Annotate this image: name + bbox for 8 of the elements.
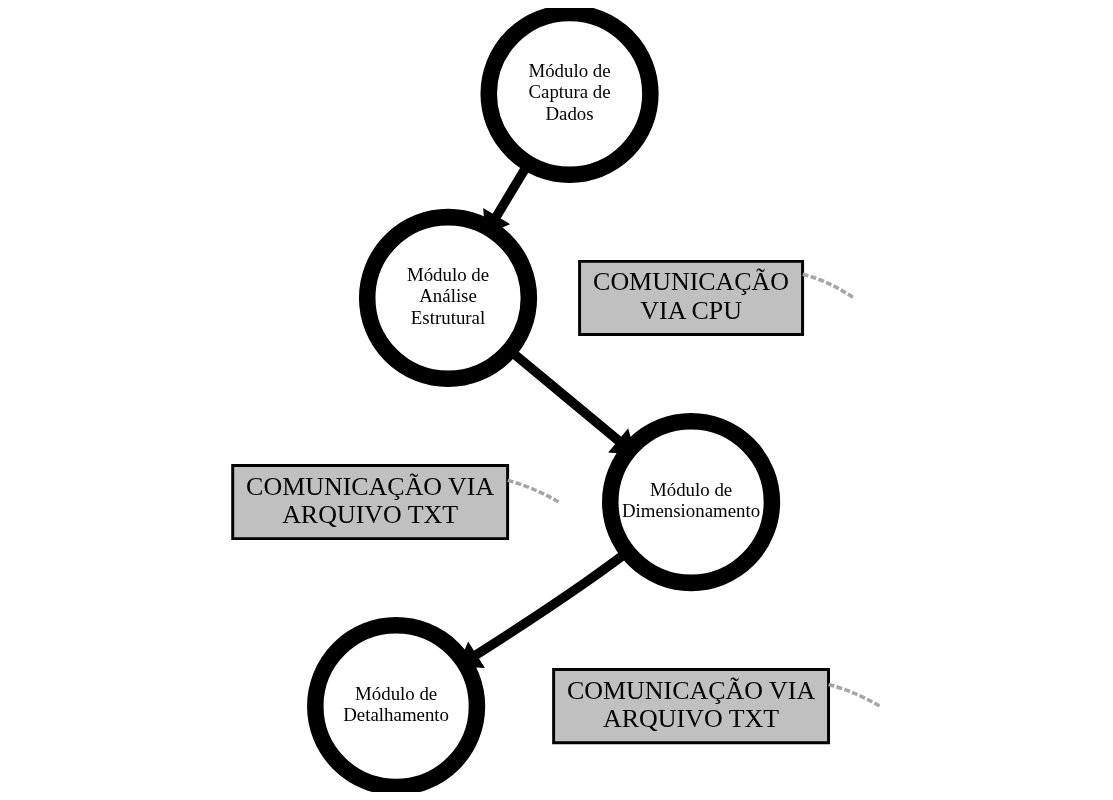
node-circle: Módulo de Captura de Dados: [480, 8, 659, 183]
connector: [802, 272, 855, 300]
node-box: COMUNICAÇÃO VIA ARQUIVO TXT: [552, 668, 830, 745]
connector: [828, 682, 881, 708]
connector: [507, 478, 560, 504]
node-circle: Módulo de Dimensionamento: [602, 413, 781, 592]
node-box: COMUNICAÇÃO VIA CPU: [578, 259, 805, 336]
node-box: COMUNICAÇÃO VIA ARQUIVO TXT: [231, 464, 510, 541]
